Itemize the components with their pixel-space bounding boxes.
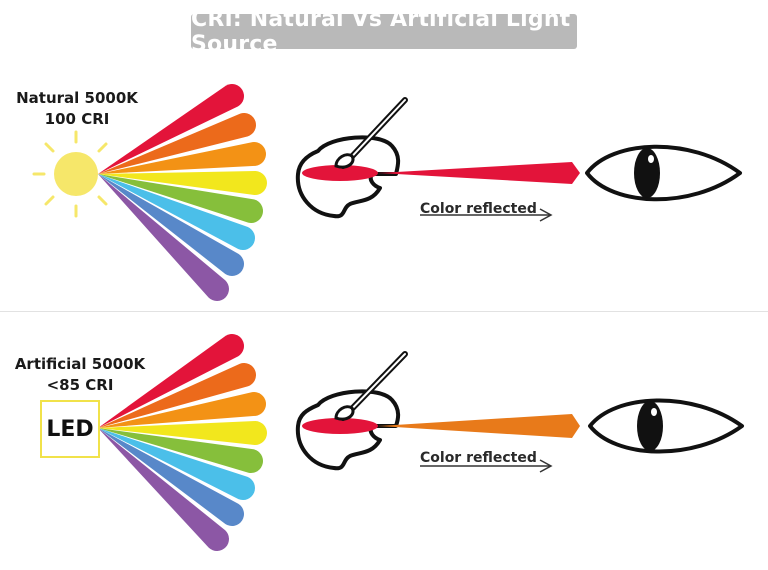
sun-icon — [32, 130, 108, 218]
led-label: LED — [46, 416, 94, 442]
artificial-cri: <85 CRI — [46, 376, 114, 394]
natural-source-label: Natural 5000K 100 CRI — [14, 88, 140, 130]
panel-divider — [0, 311, 768, 312]
title-banner: CRI: Natural Vs Artificial Light Source — [191, 7, 577, 57]
eye-icon — [588, 398, 744, 454]
paint-palette-icon — [295, 351, 408, 471]
artificial-panel: Artificial 5000K <85 CRI LED Color refle… — [0, 320, 768, 570]
spectrum-ray — [98, 363, 257, 428]
spectrum-ray — [98, 392, 267, 428]
artificial-spectrum-fan — [98, 334, 267, 551]
natural-spectrum-fan — [98, 84, 267, 301]
natural-reflected-label: Color reflected — [420, 201, 537, 217]
natural-reflected-beam — [378, 162, 580, 184]
spectrum-ray — [98, 428, 229, 551]
led-source-box: LED — [40, 400, 100, 458]
spectrum-ray — [98, 174, 229, 301]
arrow-right-icon — [420, 208, 553, 222]
eye-icon — [585, 144, 742, 202]
paint-palette-icon — [295, 97, 408, 219]
spectrum-ray — [98, 421, 267, 445]
spectrum-ray — [98, 113, 256, 174]
spectrum-ray — [98, 428, 263, 473]
artificial-diagram — [98, 334, 744, 551]
spectrum-ray — [98, 428, 255, 500]
page-title: CRI: Natural Vs Artificial Light Source — [191, 6, 571, 57]
artificial-reflected-beam — [378, 414, 580, 438]
arrow-right-icon — [420, 459, 553, 473]
artificial-source-label: Artificial 5000K <85 CRI — [8, 354, 152, 396]
spectrum-ray — [98, 174, 264, 223]
natural-panel: Natural 5000K 100 CRI — [0, 70, 768, 320]
spectrum-ray — [98, 84, 245, 174]
artificial-temperature: Artificial 5000K — [14, 355, 146, 373]
spectrum-ray — [98, 142, 266, 174]
spectrum-ray — [98, 334, 245, 428]
natural-diagram — [32, 84, 742, 301]
natural-temperature: Natural 5000K — [16, 89, 138, 107]
spectrum-ray — [98, 174, 245, 276]
spectrum-ray — [98, 428, 244, 526]
spectrum-ray — [98, 174, 255, 250]
artificial-reflected-label: Color reflected — [420, 450, 537, 466]
natural-cri: 100 CRI — [44, 110, 110, 128]
spectrum-ray — [98, 171, 267, 195]
